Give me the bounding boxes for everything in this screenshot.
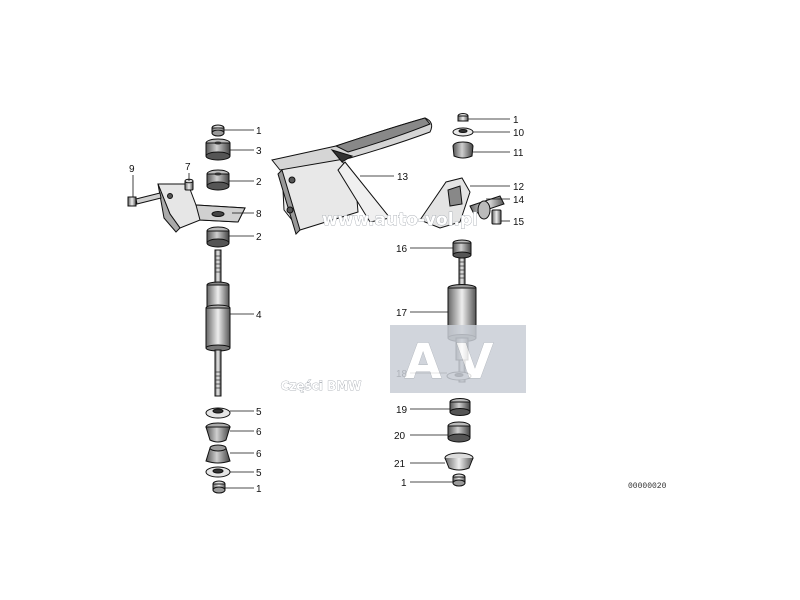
- upper-mount-right: [419, 177, 471, 229]
- rubber-bush-right-19: [449, 398, 471, 416]
- bolt-left-bracket: [127, 192, 162, 207]
- callout-left-4: 8: [256, 209, 262, 220]
- callout-left-10: 5: [256, 468, 262, 479]
- rubber-bush-top-right: [452, 239, 472, 259]
- callout-left-11: 1: [256, 484, 262, 495]
- callout-right-1: 1: [513, 115, 519, 126]
- rubber-cup-lower-left-lower: [205, 444, 231, 464]
- callout-right-5: 12: [513, 182, 525, 193]
- reference-code: 00000020: [628, 482, 667, 491]
- watermark-brand: Części BMW: [281, 379, 362, 393]
- nut-top-left: [211, 124, 225, 137]
- rubber-bush-top-left: [205, 138, 231, 161]
- callout-right-12: 20: [394, 431, 406, 442]
- callout-right-13: 21: [394, 459, 406, 470]
- nut-bottom-left: [212, 480, 226, 494]
- callout-right-7: 15: [513, 217, 525, 228]
- callout-right-4: 13: [397, 172, 409, 183]
- rubber-cup-lower-left-upper: [205, 422, 231, 443]
- watermark-logo: AV: [390, 325, 526, 393]
- watermark-site: www.auto-vol.pl: [322, 210, 478, 230]
- watermark-logo-text: AV: [404, 334, 511, 390]
- callout-bracket-bolt: 9: [129, 164, 135, 175]
- callout-left-6: 4: [256, 310, 262, 321]
- washer-lower-left-upper: [205, 407, 231, 419]
- bolt-right-mount: [469, 195, 505, 220]
- callout-left-2: 3: [256, 146, 262, 157]
- callout-right-2: 10: [513, 128, 525, 139]
- callout-left-7: 5: [256, 407, 262, 418]
- callout-left-8: 6: [256, 427, 262, 438]
- callout-right-8: 16: [396, 244, 408, 255]
- callout-bracket-nut: 7: [185, 162, 191, 173]
- watermark-logo-box: [390, 325, 526, 393]
- callout-right-6: 14: [513, 195, 525, 206]
- shock-absorber-left: [205, 249, 231, 397]
- top-stack-right: [452, 113, 474, 159]
- left-shock-assembly: [127, 124, 246, 494]
- rubber-bush-right-20: [447, 421, 471, 443]
- mounting-bracket-left: [157, 183, 246, 233]
- callout-right-11: 19: [396, 405, 408, 416]
- nut-bottom-right: [452, 473, 466, 487]
- callout-right-9: 17: [396, 308, 408, 319]
- callout-left-1: 1: [256, 126, 262, 137]
- rubber-bush-upper-left: [206, 169, 230, 191]
- washer-lower-left-lower: [205, 466, 231, 478]
- lever-bracket: [271, 117, 433, 235]
- callout-right-14: 1: [401, 478, 407, 489]
- rubber-bush-lower-left: [206, 226, 230, 248]
- callout-left-9: 6: [256, 449, 262, 460]
- callout-left-5: 2: [256, 232, 262, 243]
- nut-right-mount: [491, 209, 502, 225]
- callouts-left: 1 3 2 8 2 4 5 6 6 5 1: [256, 126, 262, 495]
- callouts-bracket: 9 7: [129, 162, 191, 175]
- callout-left-3: 2: [256, 177, 262, 188]
- callout-right-3: 11: [513, 148, 524, 159]
- cup-right-21: [444, 452, 474, 471]
